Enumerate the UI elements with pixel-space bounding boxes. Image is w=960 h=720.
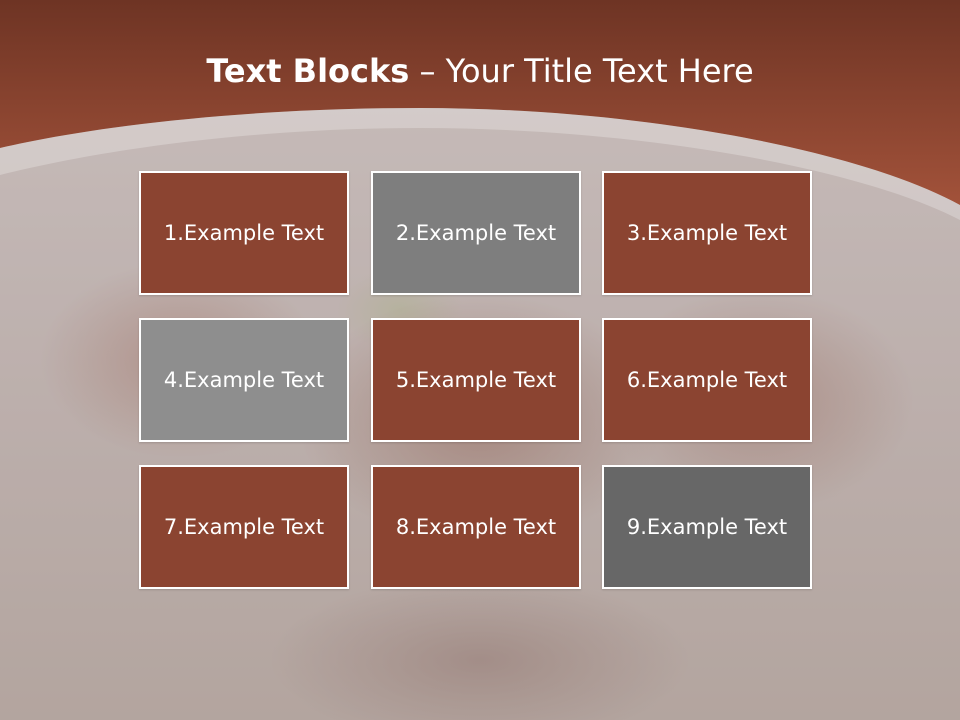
text-block-6[interactable]: 6.Example Text — [602, 318, 812, 442]
text-block-label: 4.Example Text — [163, 368, 325, 392]
text-block-label: 6.Example Text — [626, 368, 788, 392]
title-rest: Your Title Text Here — [445, 52, 754, 90]
text-block-3[interactable]: 3.Example Text — [602, 171, 812, 295]
text-block-9[interactable]: 9.Example Text — [602, 465, 812, 589]
text-block-4[interactable]: 4.Example Text — [139, 318, 349, 442]
text-block-label: 9.Example Text — [626, 515, 788, 539]
text-block-label: 2.Example Text — [395, 221, 557, 245]
text-block-label: 3.Example Text — [626, 221, 788, 245]
text-block-label: 8.Example Text — [395, 515, 557, 539]
text-block-1[interactable]: 1.Example Text — [139, 171, 349, 295]
title-dash: – — [409, 52, 446, 90]
text-block-label: 1.Example Text — [163, 221, 325, 245]
text-block-label: 7.Example Text — [163, 515, 325, 539]
text-block-grid: 1.Example Text 2.Example Text 3.Example … — [139, 171, 815, 593]
text-block-label: 5.Example Text — [395, 368, 557, 392]
text-block-5[interactable]: 5.Example Text — [371, 318, 581, 442]
text-block-7[interactable]: 7.Example Text — [139, 465, 349, 589]
header-band — [0, 0, 960, 220]
text-block-2[interactable]: 2.Example Text — [371, 171, 581, 295]
title-bold: Text Blocks — [206, 52, 410, 90]
text-block-8[interactable]: 8.Example Text — [371, 465, 581, 589]
slide-title: Text Blocks – Your Title Text Here — [0, 52, 960, 90]
